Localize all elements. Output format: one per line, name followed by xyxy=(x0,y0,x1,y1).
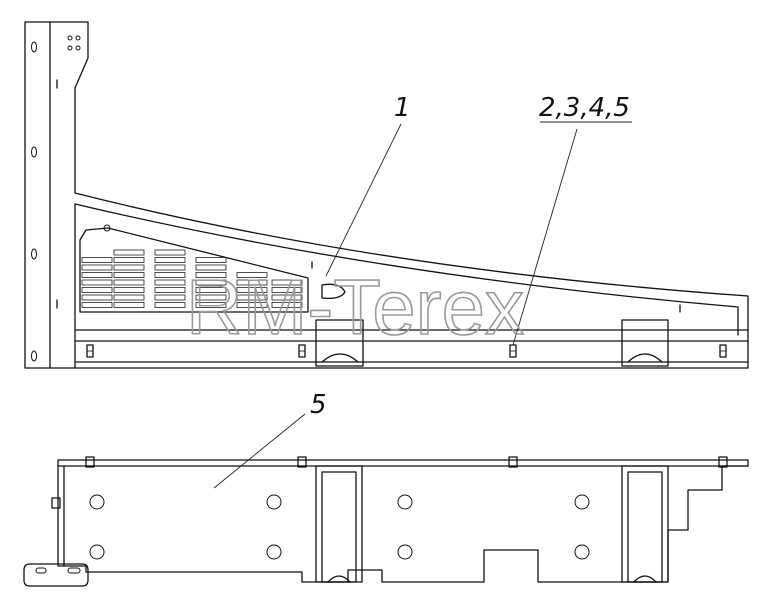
leader-lines xyxy=(213,121,632,489)
grille-slot xyxy=(113,249,145,256)
plate-bracket-right xyxy=(621,465,669,583)
panel-outline xyxy=(24,21,749,369)
grille-slot xyxy=(271,294,303,301)
grille-slot xyxy=(195,287,227,293)
grille-slot xyxy=(81,294,113,301)
grille-slot xyxy=(81,264,113,271)
grille-slot xyxy=(154,279,186,286)
grille-slot xyxy=(236,279,268,286)
mounting-tab xyxy=(23,563,89,587)
grille-slot xyxy=(236,272,268,278)
grille-slot xyxy=(236,287,268,293)
plate-outline xyxy=(57,459,749,583)
side-panel-top-view xyxy=(24,21,749,369)
grille-slot xyxy=(236,294,268,301)
grille-slot xyxy=(154,264,186,271)
grille-slot xyxy=(81,279,113,286)
grille-slot xyxy=(154,272,186,278)
plate-holes xyxy=(89,494,590,560)
bolt-fasteners-top xyxy=(86,344,727,358)
grille-slot xyxy=(113,257,145,263)
grille-slot xyxy=(154,249,186,256)
callout-5: 5 xyxy=(310,390,327,420)
mounting-bracket-left xyxy=(315,319,364,367)
flange-holes xyxy=(31,35,81,362)
plate-bracket-left xyxy=(315,465,363,583)
watermark: RM-Terex xyxy=(186,263,524,351)
panel-curved-edge xyxy=(74,203,739,336)
grille-slot xyxy=(113,264,145,271)
ventilation-grille xyxy=(79,224,309,313)
callout-1: 1 xyxy=(394,93,411,123)
callout-2345: 2,3,4,5 xyxy=(539,93,630,123)
grille-slot xyxy=(195,264,227,271)
grille-slot xyxy=(113,287,145,293)
grille-slot xyxy=(271,302,303,308)
mounting-plate-bottom-view xyxy=(23,456,749,587)
grille-slot xyxy=(81,302,113,308)
grille-slot xyxy=(113,302,145,308)
slot-cutout xyxy=(321,283,346,300)
grille-slot xyxy=(195,294,227,301)
grille-slot xyxy=(154,257,186,263)
grille-slot xyxy=(154,287,186,293)
grille-slot xyxy=(271,279,303,286)
grille-slot xyxy=(154,302,186,308)
grille-slot xyxy=(195,279,227,286)
grille-slot xyxy=(195,257,227,263)
grille-slot xyxy=(81,272,113,278)
grille-slot xyxy=(195,272,227,278)
leader-1 xyxy=(325,123,402,277)
grille-slot xyxy=(195,302,227,308)
grille-slot xyxy=(271,287,303,293)
grille-slot xyxy=(113,279,145,286)
grille-slot xyxy=(154,294,186,301)
grille-slot xyxy=(81,287,113,293)
grille-slot xyxy=(236,302,268,308)
mounting-bracket-right xyxy=(621,319,669,367)
grille-slot xyxy=(81,257,113,263)
bolt-fasteners-bottom xyxy=(51,456,728,509)
leader-2345 xyxy=(512,128,578,346)
grille-slot xyxy=(113,272,145,278)
leader-5 xyxy=(213,413,306,489)
grille-slot xyxy=(113,294,145,301)
